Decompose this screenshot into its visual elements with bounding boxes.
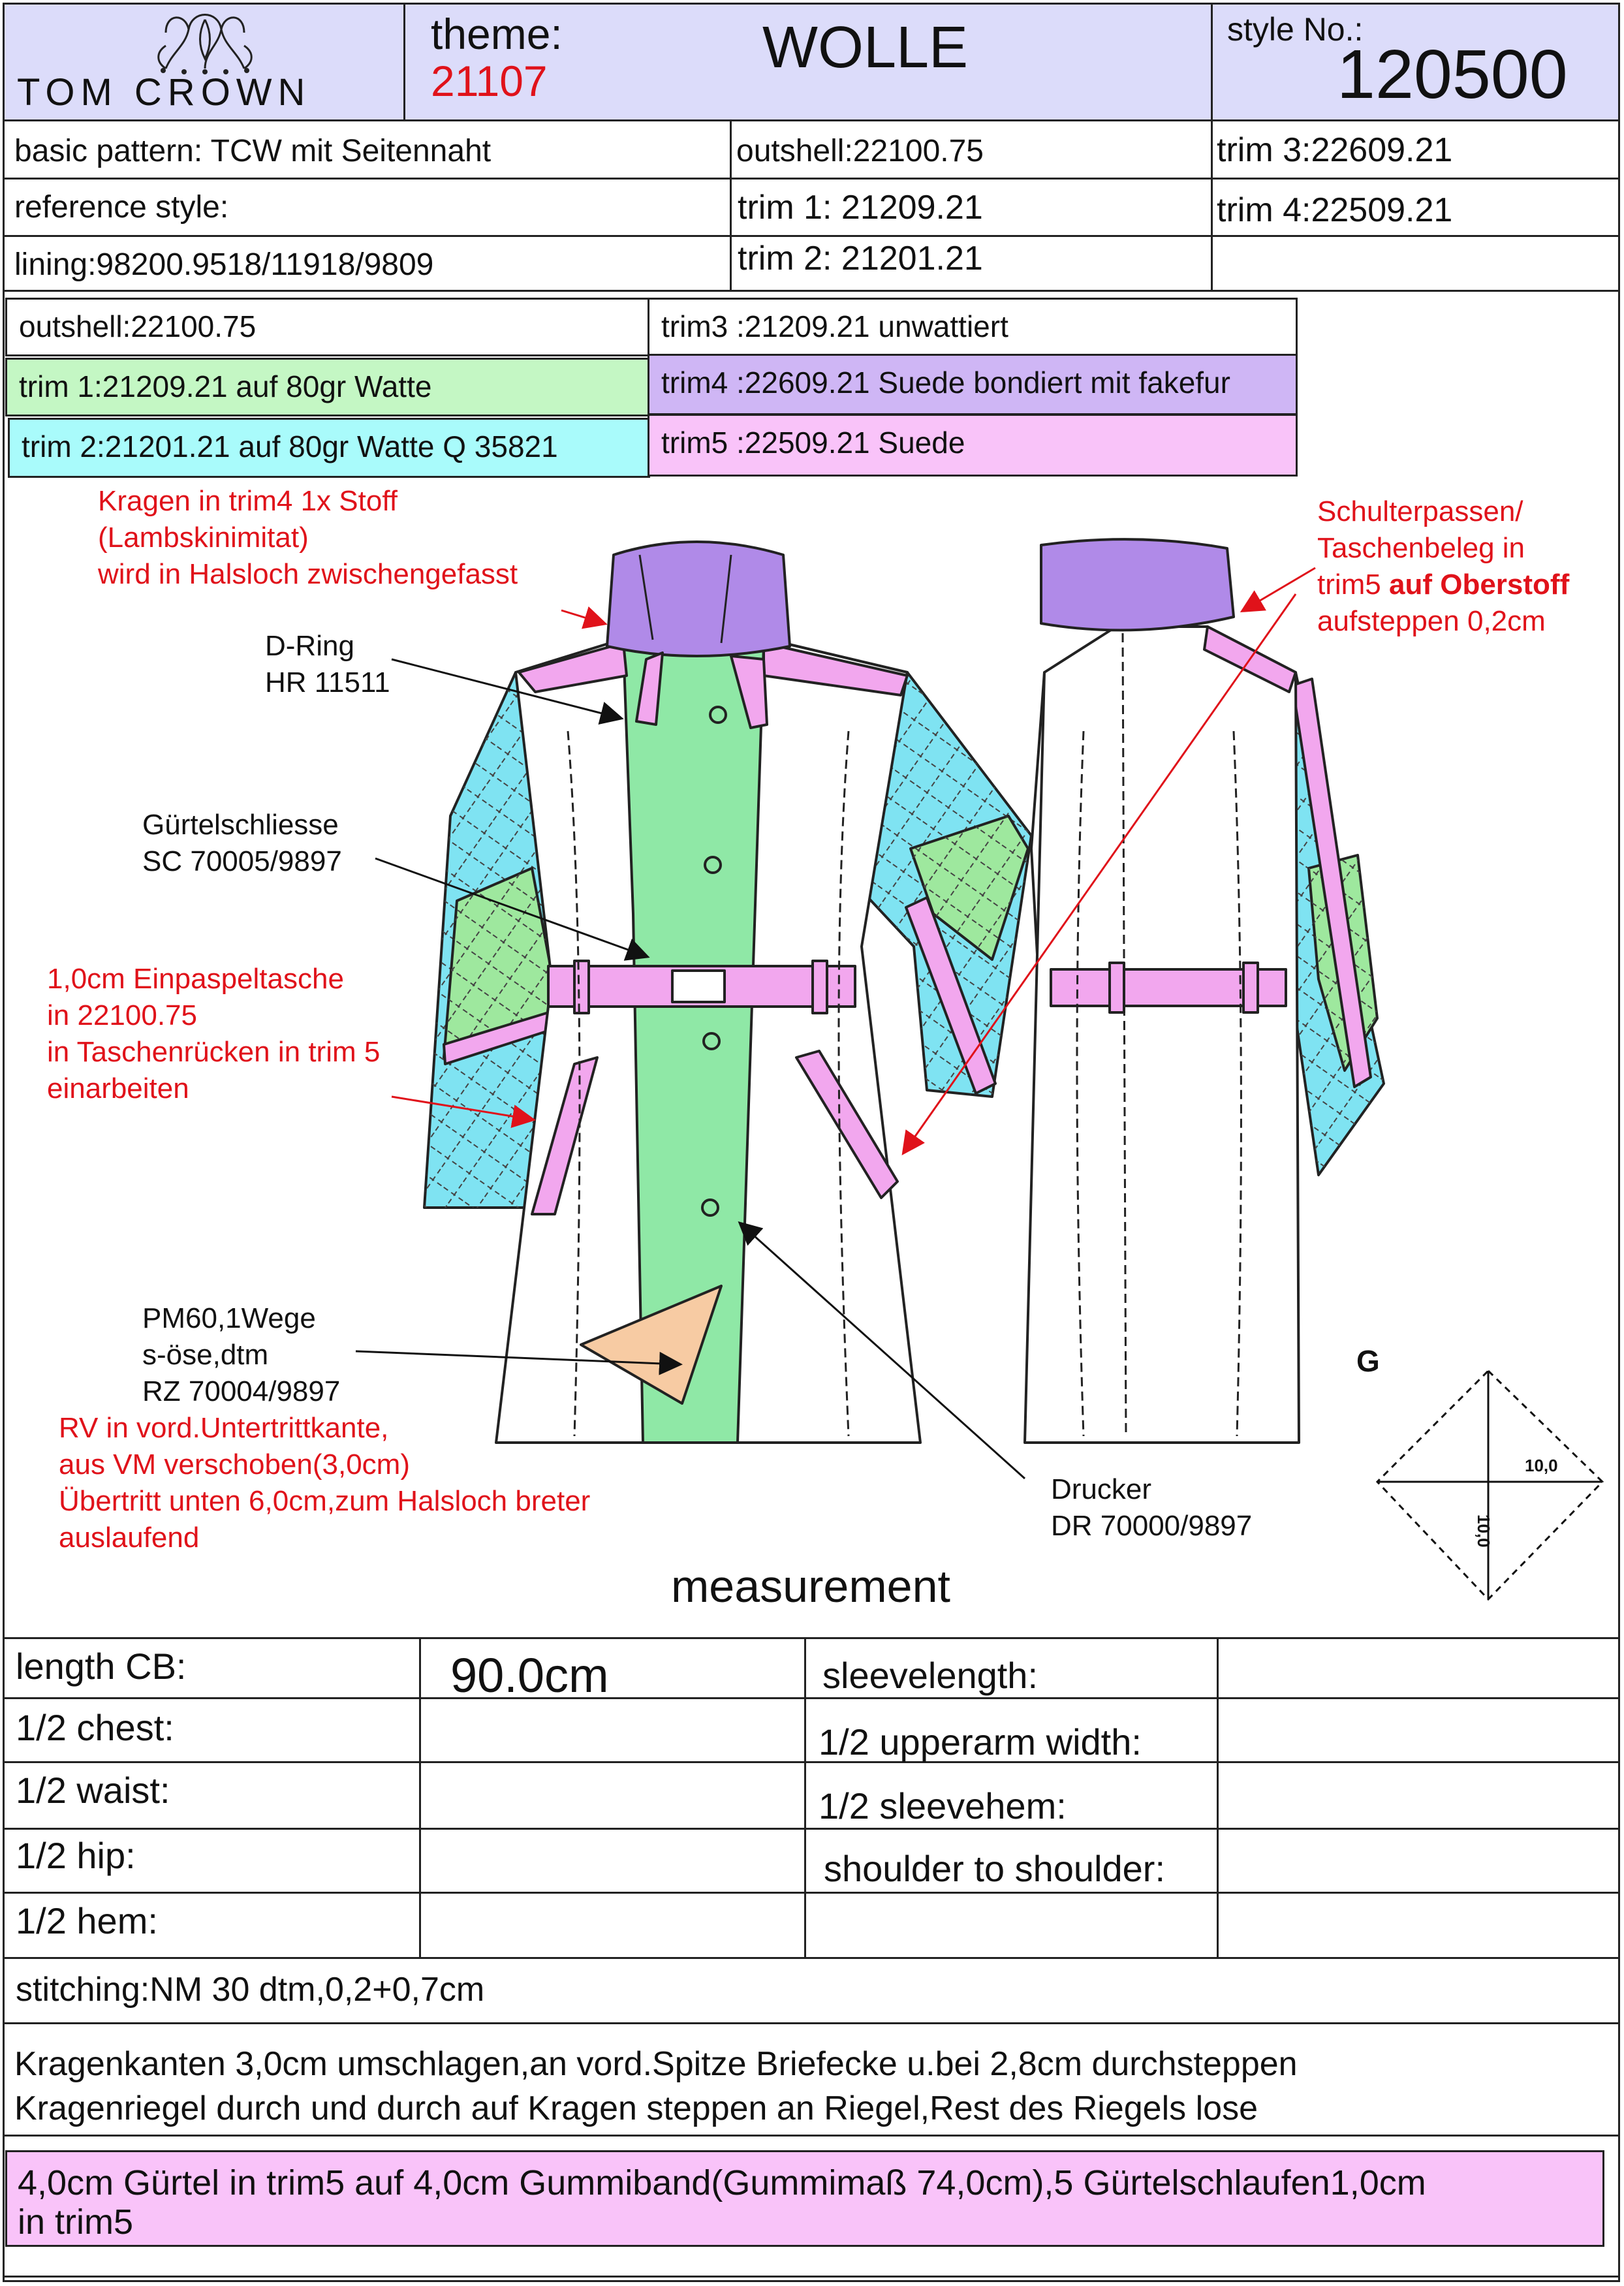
grain-h-label: 10,0 bbox=[1525, 1456, 1558, 1475]
meas-label: shoulder to shoulder: bbox=[824, 1848, 1166, 1889]
meas-divider bbox=[419, 1637, 421, 1958]
model-name: WOLLE bbox=[762, 15, 969, 80]
garment-sketch bbox=[355, 538, 1604, 1601]
sheet-frame bbox=[3, 3, 1620, 2282]
front-pocket-right bbox=[795, 1050, 899, 1199]
note-shoulder: Schulterpassen/ Taschenbeleg in trim5 au… bbox=[1317, 495, 1570, 637]
meas-label: 1/2 sleevehem: bbox=[819, 1785, 1067, 1826]
front-pocket-left bbox=[531, 1056, 599, 1215]
note-collar: Kragen in trim4 1x Stoff (Lambskinimitat… bbox=[98, 485, 518, 590]
crown-icon bbox=[157, 14, 253, 74]
back-view bbox=[1023, 538, 1385, 1444]
meas-label: 1/2 chest: bbox=[16, 1707, 174, 1748]
fabric-trim1: trim 1:21209.21 auf 80gr Watte bbox=[5, 358, 653, 416]
bottom-line bbox=[3, 2276, 1620, 2278]
annotation-arrows bbox=[355, 567, 1316, 1480]
collar-tab bbox=[730, 655, 768, 729]
note-zipper-detail: RV in vord.Untertrittkante, aus VM versc… bbox=[59, 1412, 591, 1554]
back-collar bbox=[1040, 538, 1235, 632]
header-bottom-line bbox=[3, 119, 1620, 121]
note-pocket: 1,0cm Einpaspeltasche in 22100.75 in Tas… bbox=[47, 963, 381, 1104]
zipper-flap bbox=[580, 1285, 723, 1405]
brand-name: TOM CROWN bbox=[17, 71, 311, 114]
meas-line bbox=[3, 1697, 1620, 1699]
meas-label: sleevelength: bbox=[822, 1655, 1038, 1696]
meas-label: length CB: bbox=[16, 1646, 187, 1687]
belt-note-box: 4,0cm Gürtel in trim5 auf 4,0cm Gummiban… bbox=[5, 2150, 1604, 2247]
info-trim2: trim 2: 21201.21 bbox=[738, 240, 983, 277]
info-trim1: trim 1: 21209.21 bbox=[738, 189, 983, 227]
belt-buckle bbox=[671, 969, 726, 1003]
fabric-outshell: outshell:22100.75 bbox=[5, 298, 653, 356]
meas-line bbox=[3, 1892, 1620, 1894]
info-divider bbox=[730, 121, 732, 290]
info-outshell: outshell:22100.75 bbox=[736, 134, 984, 168]
fabric-trim5: trim5 :22509.21 Suede bbox=[648, 414, 1298, 477]
note-zipper: PM60,1Wege s-öse,dtm RZ 70004/9897 bbox=[142, 1302, 341, 1407]
front-shoulder-yoke bbox=[518, 642, 628, 693]
reference-style: reference style: bbox=[14, 190, 229, 225]
belt-note-line1: 4,0cm Gürtel in trim5 auf 4,0cm Gummiban… bbox=[18, 2163, 1426, 2202]
header-bar bbox=[3, 3, 1620, 121]
meas-value: 90.0cm bbox=[450, 1648, 609, 1702]
meas-label: 1/2 upperarm width: bbox=[819, 1721, 1142, 1762]
fabric-trim3: trim3 :21209.21 unwattiert bbox=[648, 298, 1298, 356]
fabric-trim2: trim 2:21201.21 auf 80gr Watte Q 35821 bbox=[8, 418, 650, 478]
meas-divider bbox=[804, 1637, 806, 1958]
meas-line bbox=[3, 1828, 1620, 1830]
meas-line bbox=[3, 1957, 1620, 1959]
meas-label: 1/2 hip: bbox=[16, 1835, 136, 1876]
info-row-line bbox=[3, 290, 1620, 292]
style-label: style No.: bbox=[1227, 11, 1364, 48]
measurement-title: measurement bbox=[671, 1561, 950, 1612]
front-view bbox=[423, 540, 1033, 1444]
note-dring: D-Ring HR 11511 bbox=[265, 630, 390, 698]
theme-value: 21107 bbox=[431, 57, 548, 105]
info-trim4: trim 4:22509.21 bbox=[1217, 191, 1453, 229]
fabric-trim4: trim4 :22609.21 Suede bondiert mit fakef… bbox=[648, 354, 1298, 415]
grain-letter: G bbox=[1356, 1344, 1380, 1378]
brand-logo: TOM CROWN bbox=[9, 7, 401, 117]
stitching: stitching:NM 30 dtm,0,2+0,7cm bbox=[16, 1971, 485, 2009]
front-collar bbox=[606, 540, 791, 657]
note-buckle: Gürtelschliesse SC 70005/9897 bbox=[142, 809, 342, 877]
grain-diagram bbox=[1375, 1369, 1604, 1601]
back-sleeve-strip bbox=[1291, 678, 1372, 1088]
stitching-line bbox=[3, 2022, 1620, 2024]
meas-label: 1/2 waist: bbox=[16, 1770, 170, 1811]
note-line: Kragenriegel durch und durch auf Kragen … bbox=[14, 2090, 1258, 2127]
header-divider bbox=[1211, 3, 1213, 121]
theme-label: theme: bbox=[431, 10, 563, 58]
belt-note-line2: in trim5 bbox=[18, 2202, 134, 2242]
lining: lining:98200.9518/11918/9809 bbox=[14, 247, 434, 282]
meas-line bbox=[3, 1637, 1620, 1639]
info-divider bbox=[1211, 121, 1213, 290]
meas-line bbox=[3, 1761, 1620, 1763]
meas-divider bbox=[1217, 1637, 1219, 1958]
front-right-sleeve-strip bbox=[905, 896, 997, 1095]
grain-v-label: 10,0 bbox=[1474, 1514, 1493, 1548]
back-body bbox=[1023, 625, 1300, 1444]
note-snap: Drucker DR 70000/9897 bbox=[1051, 1473, 1253, 1542]
style-number: 120500 bbox=[1337, 36, 1568, 113]
notes-line bbox=[3, 2135, 1620, 2137]
meas-label: 1/2 hem: bbox=[16, 1900, 158, 1941]
info-trim3: trim 3:22609.21 bbox=[1217, 131, 1453, 169]
info-row-line bbox=[3, 235, 1620, 237]
note-line: Kragenkanten 3,0cm umschlagen,an vord.Sp… bbox=[14, 2045, 1298, 2083]
info-row-line bbox=[3, 178, 1620, 180]
basic-pattern: basic pattern: TCW mit Seitennaht bbox=[14, 134, 492, 168]
header-divider bbox=[403, 3, 405, 121]
d-ring-tab bbox=[635, 651, 664, 726]
